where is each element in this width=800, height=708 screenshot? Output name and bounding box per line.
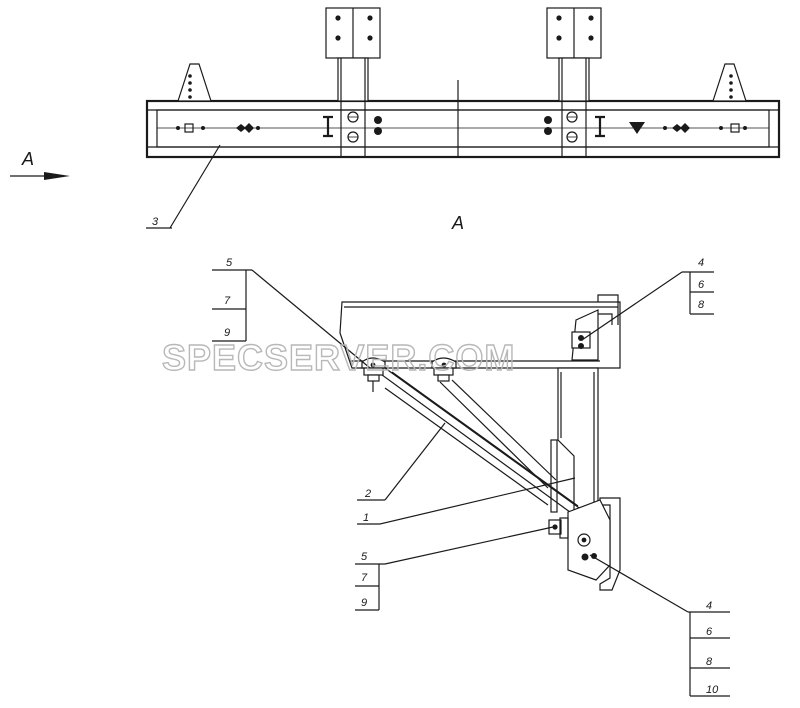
frame-beam [339,301,621,369]
svg-text:1: 1 [363,512,369,524]
lower-mount-plate [567,499,611,581]
section-view-a [339,294,621,591]
svg-text:8: 8 [698,299,705,311]
svg-text:3: 3 [152,216,159,228]
left-bracket-post [337,57,369,102]
left-gusset [177,63,212,102]
svg-text:6: 6 [706,626,713,638]
view-arrow-a: A [10,149,70,180]
section-view-label: A [451,213,464,233]
svg-text:4: 4 [698,257,704,269]
diagonal-brace [377,367,583,516]
callout-3: 3 [146,144,221,229]
svg-text:9: 9 [224,327,230,339]
beam-bolt-left [361,357,386,392]
svg-text:10: 10 [706,684,719,696]
beam-outer [145,99,781,159]
callout-2: 2 [357,422,446,501]
callout-left-upper: 5 7 9 [212,257,371,369]
callout-left-lower: 5 7 9 [355,526,554,611]
svg-text:5: 5 [361,551,368,563]
svg-text:8: 8 [706,656,713,668]
top-view-crossmember [145,7,781,159]
svg-text:9: 9 [361,597,367,609]
svg-text:2: 2 [364,488,371,500]
right-bracket-post [558,57,590,102]
svg-text:6: 6 [698,279,705,291]
svg-text:4: 4 [706,600,712,612]
beam-bolt-right [431,357,457,382]
svg-text:7: 7 [224,295,231,307]
view-arrow-label: A [21,149,34,169]
beam-web [156,109,770,148]
end-channel [597,294,619,325]
beam-bolts [176,111,747,143]
callout-right-lower: 4 6 8 10 [589,554,730,697]
svg-text:5: 5 [226,257,233,269]
callout-1: 1 [357,477,576,525]
callout-right-upper: 4 6 8 [581,257,714,341]
watermark: SPECSERVER.COM [162,337,515,378]
svg-text:7: 7 [361,572,368,584]
